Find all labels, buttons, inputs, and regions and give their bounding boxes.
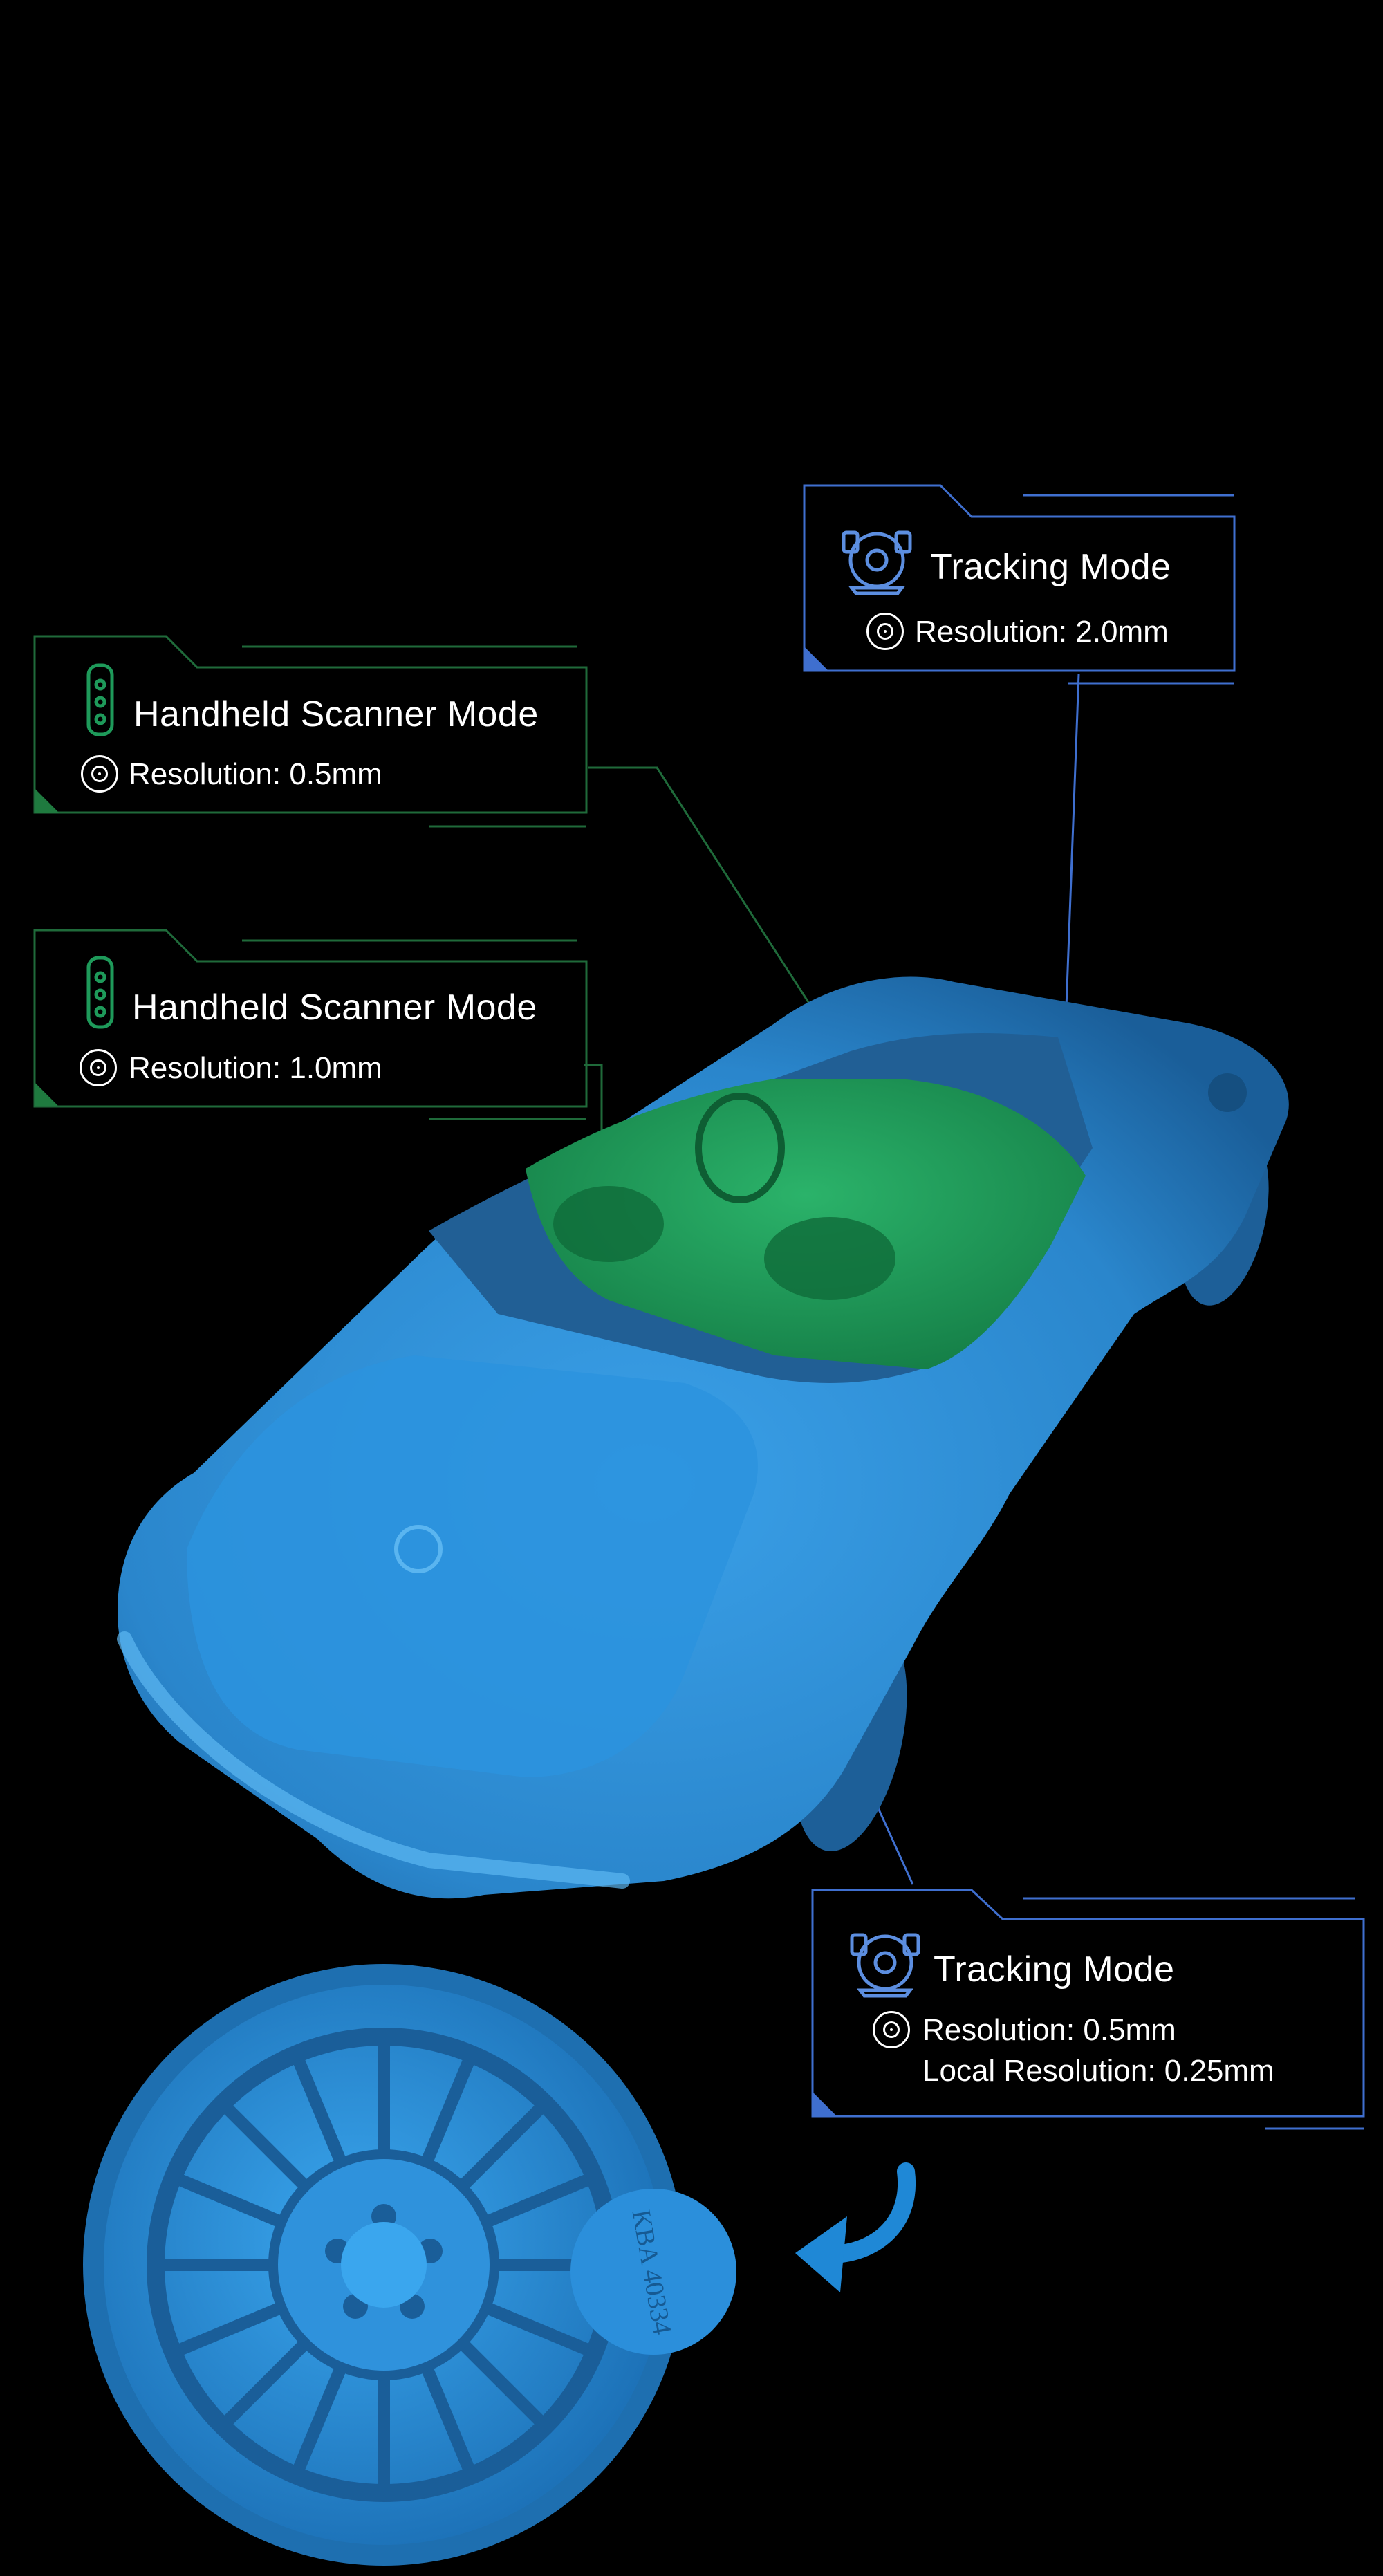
resolution-icon [81, 755, 118, 793]
resolution-icon [80, 1049, 117, 1086]
callout-title: Tracking Mode [934, 1949, 1175, 1990]
curved-arrow-icon [795, 2162, 916, 2292]
callout-resolution: Resolution: 1.0mm [129, 1051, 382, 1085]
tracker-icon [842, 530, 912, 595]
wheel-scan: KBA 40334 [83, 1964, 736, 2566]
callout-local-resolution: Local Resolution: 0.25mm [922, 2054, 1274, 2088]
callout-resolution: Resolution: 0.5mm [129, 757, 382, 791]
car-scan [117, 976, 1289, 1899]
callout-title: Handheld Scanner Mode [133, 694, 539, 734]
handheld-scanner-icon [86, 663, 114, 736]
callout-frames [33, 484, 1365, 2130]
resolution-icon [866, 613, 904, 650]
tracker-icon [850, 1933, 920, 1998]
resolution-icon [873, 2011, 910, 2048]
callout-resolution: Resolution: 0.5mm [922, 2013, 1176, 2047]
callout-resolution: Resolution: 2.0mm [915, 615, 1169, 649]
callout-title: Handheld Scanner Mode [132, 988, 537, 1028]
callout-title: Tracking Mode [930, 547, 1171, 587]
handheld-scanner-icon [86, 956, 114, 1029]
